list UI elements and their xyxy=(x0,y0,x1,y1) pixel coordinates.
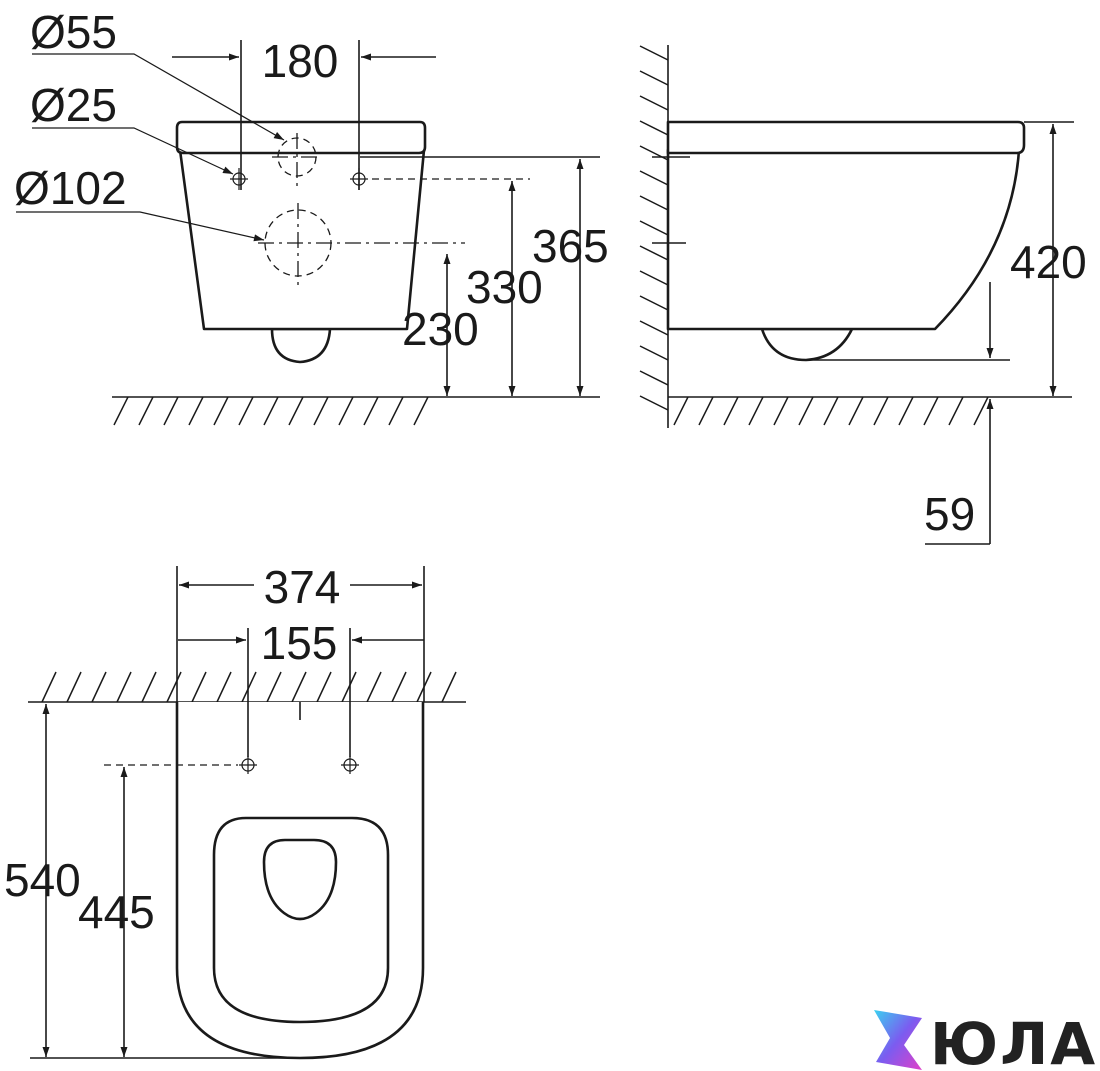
dim-420: 420 xyxy=(1010,236,1087,288)
side-seat-rim xyxy=(666,120,1026,155)
yula-logo-text: ЮЛА xyxy=(930,1010,1097,1071)
dim-180: 180 xyxy=(262,35,339,87)
label-dia-55: Ø55 xyxy=(30,6,117,58)
side-view: 420 59 xyxy=(639,45,1087,545)
dim-365: 365 xyxy=(532,220,609,272)
side-bowl-body xyxy=(666,148,1021,331)
side-floor-hatch xyxy=(673,396,989,426)
dim-230: 230 xyxy=(402,303,479,355)
top-wall-hatch xyxy=(41,671,457,703)
front-view: 180 Ø55 Ø25 Ø102 365 330 230 xyxy=(14,6,609,426)
front-bowl-body xyxy=(178,148,426,331)
top-fixing-hole-left xyxy=(239,756,257,774)
leader-dia-25 xyxy=(32,127,234,175)
dim-374: 374 xyxy=(264,561,341,613)
label-dia-102: Ø102 xyxy=(14,162,127,214)
front-floor-hatch xyxy=(113,396,429,426)
side-outlet xyxy=(760,327,854,362)
dim-155: 155 xyxy=(261,617,338,669)
front-outlet xyxy=(270,327,332,364)
label-dia-25: Ø25 xyxy=(30,79,117,131)
leader-dia-55 xyxy=(32,53,285,141)
top-bowl-opening xyxy=(262,838,338,921)
dim-540: 540 xyxy=(4,854,81,906)
top-fixing-hole-right xyxy=(341,756,359,774)
dim-330: 330 xyxy=(466,261,543,313)
dim-445: 445 xyxy=(78,886,155,938)
dim-59: 59 xyxy=(924,488,975,540)
front-seat-rim xyxy=(175,120,427,155)
yula-logo-icon xyxy=(874,1010,922,1070)
leader-dia-102 xyxy=(16,211,265,242)
yula-logo: ЮЛА xyxy=(874,1010,1097,1071)
fixing-hole-left xyxy=(230,168,248,190)
side-wall-hatch xyxy=(639,45,669,411)
top-view: 374 155 540 445 xyxy=(4,561,466,1060)
